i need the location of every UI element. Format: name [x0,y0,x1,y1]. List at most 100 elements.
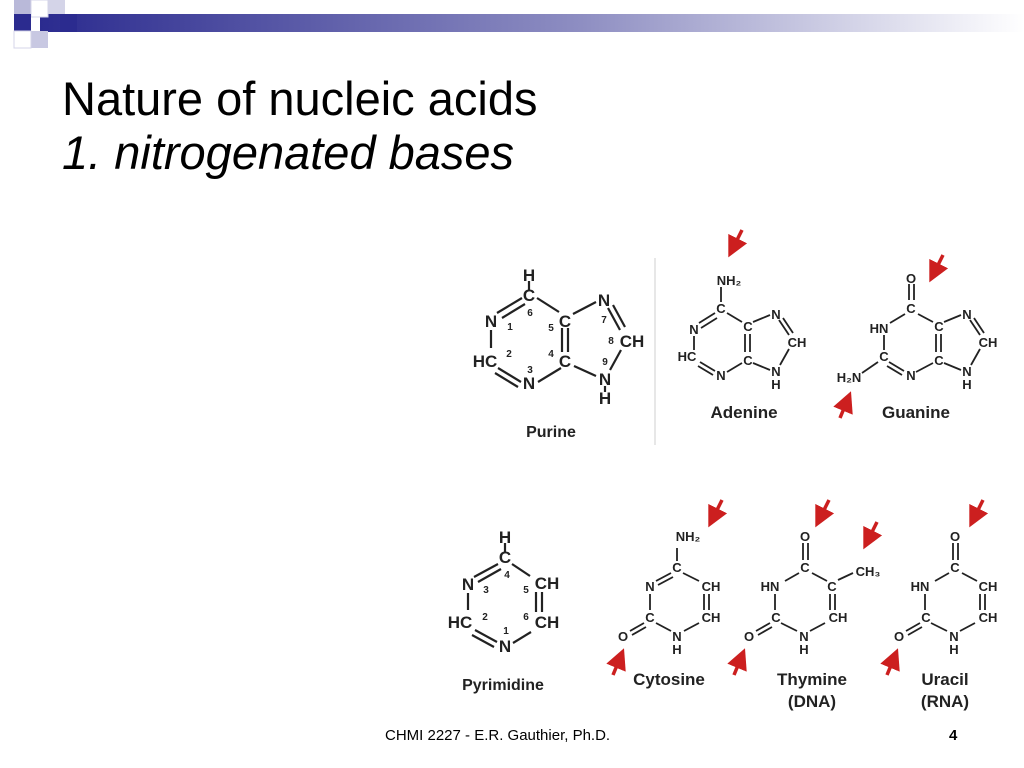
ring-number: 2 [482,612,488,623]
ring-number: 5 [523,585,529,596]
atom: CH [788,335,807,350]
atom: O [950,529,960,544]
atom: CH [702,579,721,594]
ring-number: 5 [548,323,554,334]
atom: C [672,560,682,575]
atom: HN [870,321,889,336]
atom: C [934,319,944,334]
atom: O [800,529,810,544]
atom: H [523,266,535,285]
atom: C [800,560,810,575]
arrow-icon [880,648,900,676]
atom: HC [473,352,498,371]
ring-number: 1 [507,322,513,333]
atom: N [672,629,681,644]
ring-number: 3 [527,365,533,376]
cytosine-labels: NH₂ C N C O N H CH CH Cytosine [618,529,720,689]
decorative-header-bar [13,0,1024,49]
atom: N [962,364,971,379]
slide-footer: CHMI 2227 - E.R. Gauthier, Ph.D. [385,727,611,744]
atom: CH [702,610,721,625]
atom: NH₂ [676,529,701,544]
ring-number: 6 [523,612,529,623]
arrow-icon [606,648,626,676]
atom: C [921,610,931,625]
atom: N [499,637,511,656]
atom: H [771,377,780,392]
atom: O [618,629,628,644]
guanine-structure [861,284,985,376]
arrow-icon [815,499,835,528]
atom: C [559,312,571,331]
purine-structure [489,281,626,392]
adenine-label: Adenine [710,403,777,422]
pyrimidine-structure [466,543,544,648]
uracil-sublabel: (RNA) [921,692,969,711]
atom: H [672,642,681,657]
atom: N [523,374,535,393]
cytosine-label: Cytosine [633,670,705,689]
atom: C [645,610,655,625]
atom: C [771,610,781,625]
uracil-structure [905,543,986,636]
atom: H [499,528,511,547]
ring-number: 7 [601,315,607,326]
atom: HC [448,613,473,632]
atom: NH₂ [717,273,742,288]
atom: O [906,271,916,286]
atom: C [559,352,571,371]
uracil-label: Uracil [921,670,968,689]
atom: O [894,629,904,644]
arrow-icon [969,499,989,528]
thymine-structure [755,543,854,636]
ring-number: 8 [608,336,614,347]
ring-number: 2 [506,349,512,360]
atom: CH [979,579,998,594]
arrow-icon [728,229,748,258]
slide-title: Nature of nucleic acids 1. nitrogenated … [62,72,537,180]
atom: CH [535,613,560,632]
uracil-labels: O C HN C O N H CH CH Uracil (RNA) [894,529,997,711]
atom: C [950,560,960,575]
atom: H [949,642,958,657]
adenine-labels: NH₂ C N HC N C C N CH N H Adenine [678,273,807,422]
atom: H₂N [837,370,862,385]
ring-number: 9 [602,357,608,368]
title-main: Nature of nucleic acids [62,72,538,125]
atom: H [799,642,808,657]
atom: N [598,291,610,310]
ring-number: 1 [503,626,509,637]
thymine-label: Thymine [777,670,847,689]
atom: H [599,389,611,408]
arrow-icon [863,521,883,550]
guanine-label: Guanine [882,403,950,422]
ring-number: 4 [504,570,510,581]
atom: C [523,286,535,305]
atom: CH [535,574,560,593]
atom: N [462,575,474,594]
atom: CH [620,332,645,351]
cytosine-structure [629,548,710,636]
atom: C [743,353,753,368]
guanine-labels: O C HN C N C C N CH N H H₂N Guanine [837,271,998,422]
highlight-arrows [606,229,989,676]
pyrimidine-label: Pyrimidine [462,677,544,694]
title-subtitle: 1. nitrogenated bases [62,126,515,179]
atom: C [879,349,889,364]
atom: CH [979,335,998,350]
atom: CH [979,610,998,625]
atom: N [689,322,698,337]
atom: N [799,629,808,644]
atom: CH₃ [856,564,881,579]
atom: N [771,364,780,379]
pyrimidine-labels: H C N HC N CH CH 4 3 2 1 5 6 Pyrimidine [448,528,560,694]
atom: C [906,301,916,316]
atom: CH [829,610,848,625]
atom: C [743,319,753,334]
arrow-icon [929,254,949,283]
atom: C [716,301,726,316]
arrow-icon [708,499,728,528]
ring-number: 4 [548,349,554,360]
arrow-icon [833,391,853,419]
